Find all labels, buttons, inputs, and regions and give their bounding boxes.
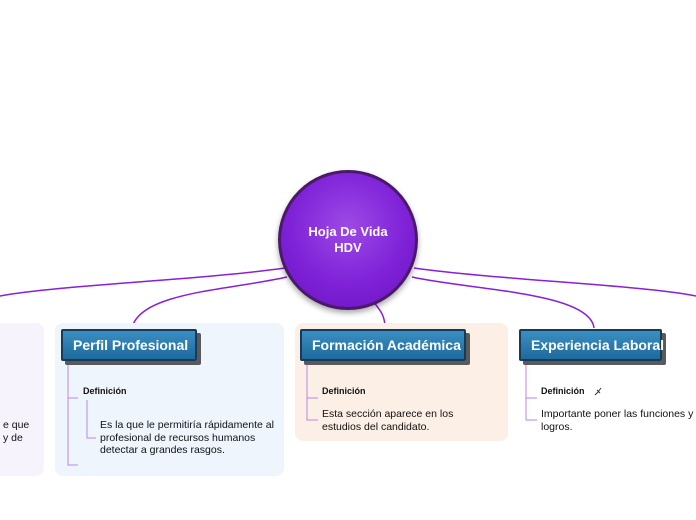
connector-left <box>0 267 286 297</box>
central-topic-node[interactable]: Hoja De Vida HDV <box>278 170 418 310</box>
panel-left-partial <box>0 323 44 476</box>
subtopic-perfil-definicion[interactable]: Definición <box>83 386 127 396</box>
edit-cursor-icon <box>594 387 602 396</box>
topic-formacion-academica[interactable]: Formación Académica <box>300 329 466 361</box>
central-topic-label: Hoja De Vida HDV <box>308 224 388 255</box>
topic-experiencia-laboral[interactable]: Experiencia Laboral <box>519 329 665 361</box>
description-formacion[interactable]: Esta sección aparece en los estudios del… <box>322 408 454 433</box>
topic-formacion-academica-label: Formación Académica <box>312 337 461 353</box>
topic-experiencia-laboral-label: Experiencia Laboral <box>531 337 665 353</box>
description-experiencia[interactable]: Importante poner las funciones y logros. <box>541 408 694 433</box>
left-partial-line-2: y de <box>3 432 23 444</box>
left-partial-line-1: e que <box>3 419 30 431</box>
subtopic-formacion-definicion[interactable]: Definición <box>322 386 366 396</box>
subtopic-experiencia-definicion[interactable]: Definición <box>541 386 585 396</box>
connector-right <box>413 267 696 297</box>
connector-perfil <box>131 276 288 329</box>
connector-experiencia <box>411 276 595 329</box>
description-perfil[interactable]: Es la que le permitiría rápidamente al p… <box>100 419 274 456</box>
topic-perfil-profesional[interactable]: Perfil Profesional <box>61 329 197 361</box>
topic-perfil-profesional-label: Perfil Profesional <box>73 337 189 353</box>
